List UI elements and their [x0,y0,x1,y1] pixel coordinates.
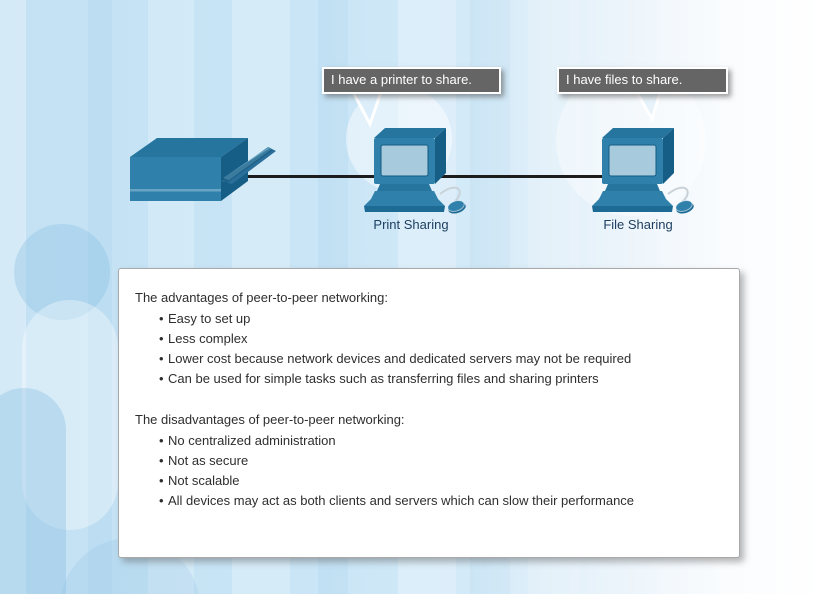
device-label-print-sharing: Print Sharing [373,217,449,232]
disadvantages-list: •No centralized administration •Not as s… [135,431,723,511]
advantage-item: •Easy to set up [135,309,723,329]
disadvantage-item: •All devices may act as both clients and… [135,491,723,511]
advantages-list: •Easy to set up •Less complex •Lower cos… [135,309,723,389]
disadvantage-item: •No centralized administration [135,431,723,451]
background-stripe [88,0,112,594]
bullet-icon: • [159,453,164,468]
advantage-item: •Can be used for simple tasks such as tr… [135,369,723,389]
bullet-icon: • [159,331,164,346]
printer-icon [130,138,276,201]
computer-file-sharing-icon [592,128,694,214]
disadvantages-title: The disadvantages of peer-to-peer networ… [135,412,405,427]
bullet-icon: • [159,493,164,508]
disadvantage-item: •Not scalable [135,471,723,491]
device-label-file-sharing: File Sharing [603,217,673,232]
speech-bubble-files: I have files to share. [557,67,728,94]
decor-circle [14,224,110,320]
advantages-title: The advantages of peer-to-peer networkin… [135,290,388,305]
bullet-icon: • [159,371,164,386]
bullet-icon: • [159,311,164,326]
bullet-icon: • [159,473,164,488]
advantage-item: •Less complex [135,329,723,349]
speech-bubble-printer: I have a printer to share. [322,67,501,94]
info-panel: The advantages of peer-to-peer networkin… [118,268,740,558]
computer-print-sharing-icon [364,128,466,214]
disadvantage-item: •Not as secure [135,451,723,471]
bullet-icon: • [159,351,164,366]
advantage-item: •Lower cost because network devices and … [135,349,723,369]
background-stripe [0,0,26,594]
speech-bubble-tail [350,90,384,128]
bullet-icon: • [159,433,164,448]
decor-pill [22,300,118,530]
decor-pill [0,388,66,594]
